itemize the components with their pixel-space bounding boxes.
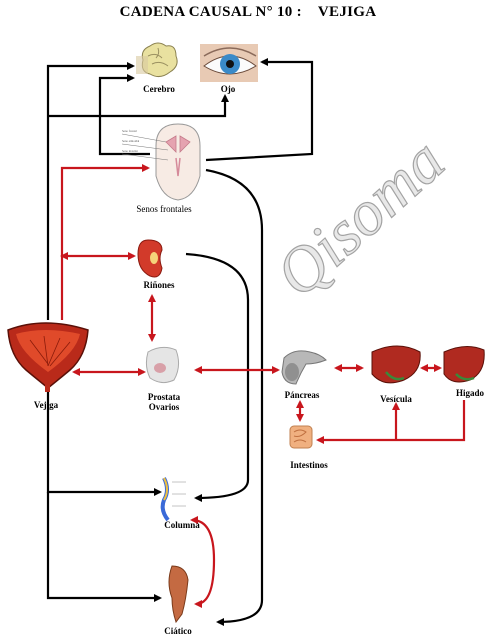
label-higado: Higado [455,388,484,398]
label-vesicula: Vesícula [380,394,412,404]
svg-text:Qisoma: Qisoma [262,124,457,310]
arrow-senos-cerebro [98,74,150,156]
leg-icon [168,565,189,624]
liver-icon [443,346,485,383]
kidney-icon [137,239,163,278]
arrow-rinones-columna [185,252,250,502]
label-cerebro: Cerebro [143,84,175,94]
page-title: CADENA CAUSAL N° 10 : VEJIGA [0,4,496,21]
arrow-senos-ciatico [205,168,264,626]
label-ovarios: Ovarios [148,402,180,412]
label-prostata: Prostata [147,392,181,402]
arrow-higado-intestinos [316,400,466,444]
bladder-icon [7,322,89,392]
arrow-vejiga-cerebro [46,62,135,320]
arrow-vejiga-senos [60,164,150,320]
label-ojo: Ojo [220,84,236,94]
svg-text:Seno etmoidal: Seno etmoidal [122,139,139,143]
arrow-columna-ciatico [190,516,216,608]
gallbladder-icon [371,345,421,384]
face-icon: Seno frontal Seno etmoidal Seno maxilar [121,123,201,201]
qisoma-watermark: Qisoma [261,124,458,311]
label-pancreas: Páncreas [284,390,320,400]
arrow-senos-ojo [205,58,314,162]
brain-icon [136,42,178,78]
svg-text:Seno maxilar: Seno maxilar [122,149,138,153]
pancreas-icon [281,350,327,385]
label-rinones: Riñones [143,280,175,290]
spine-icon [160,477,186,522]
label-ciatico: Ciático [164,626,192,636]
arrow-vejiga-ojo [48,94,229,118]
title-main: CADENA CAUSAL N° 10 : [119,4,302,20]
svg-text:Seno frontal: Seno frontal [122,129,137,133]
title-organ: VEJIGA [317,4,377,20]
pelvis-icon [145,346,180,384]
intestines-icon [289,425,313,449]
label-vejiga: Vejiga [33,400,59,410]
label-senos: Senos frontales [136,204,192,214]
label-columna: Columna [164,520,200,530]
arrow-vejiga-ciatico [46,492,162,602]
label-intestinos: Intestinos [290,460,328,470]
eye-icon [200,44,258,82]
